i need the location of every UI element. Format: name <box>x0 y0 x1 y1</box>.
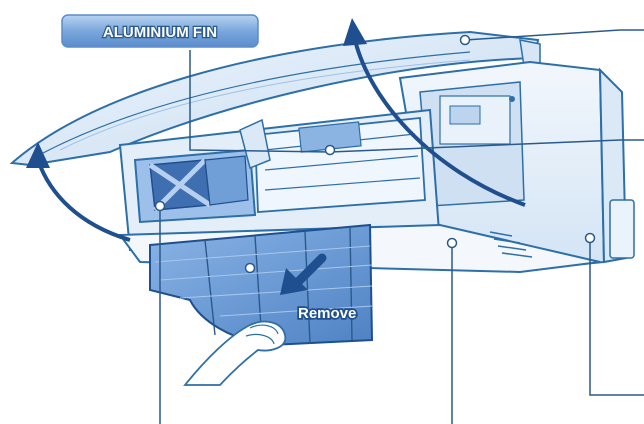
aluminium-fin-label: ALUMINIUM FIN <box>103 24 217 41</box>
aluminium-fin-tag: ALUMINIUM FIN <box>61 14 259 48</box>
leader-dots <box>154 34 596 274</box>
filter-rail-center <box>239 117 426 213</box>
hand-illustration <box>183 320 287 386</box>
air-filter <box>149 223 374 347</box>
leader-front-panel <box>464 29 644 41</box>
side-cover <box>609 199 635 259</box>
front-panel-open <box>9 30 541 167</box>
aluminium-fin-area <box>133 148 257 224</box>
indicator-panel <box>489 231 533 258</box>
remove-arrow <box>280 253 327 295</box>
leader-side-unit <box>589 240 644 396</box>
lift-arrow-left <box>26 142 131 242</box>
lift-arrow-right <box>343 18 526 207</box>
remove-label: Remove <box>298 305 356 322</box>
